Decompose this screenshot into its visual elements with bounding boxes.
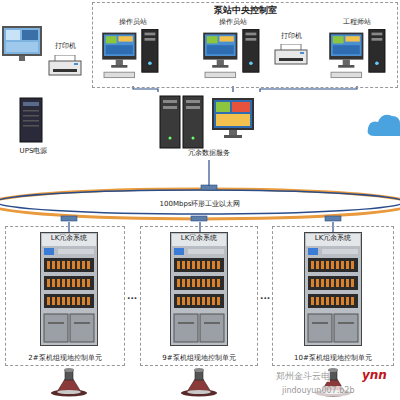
local-control-region: 10#泵机组现地控制单元 LK冗余系统 <box>272 226 394 366</box>
control-cabinet: LK冗余系统 <box>304 232 362 346</box>
printer-icon <box>275 44 307 64</box>
computer-icon <box>102 29 158 78</box>
network-link <box>332 222 333 232</box>
pump-unit <box>181 368 217 397</box>
server-towers <box>160 96 203 148</box>
data-server: 冗余数据服务 <box>150 92 268 160</box>
ups-cabinet <box>20 98 42 142</box>
node-label: 打印机 <box>281 32 302 40</box>
node-label: 泵站中央控制室 <box>214 5 277 16</box>
node-label: LK冗余系统 <box>51 234 88 242</box>
node-label: 2#泵机组现地控制单元 <box>28 354 101 362</box>
computer-icon <box>203 29 259 78</box>
node-label: 9#泵机组现地控制单元 <box>162 354 235 362</box>
control-cabinet: LK冗余系统 <box>170 232 228 346</box>
printer-icon <box>49 55 81 75</box>
node-label: LK冗余系统 <box>315 234 352 242</box>
node-label: LK冗余系统 <box>181 234 218 242</box>
ring-network-orange <box>0 189 400 219</box>
node-label: 打印机 <box>55 42 76 50</box>
network-switch <box>61 216 77 221</box>
ups-power: UPS电源 <box>5 94 62 158</box>
network-switch <box>191 216 207 221</box>
network-switch <box>325 216 341 221</box>
watermark: ynn <box>362 368 387 382</box>
node-label: 操作员站 <box>219 18 247 26</box>
watermark: jindouyun007.b2b <box>282 386 355 396</box>
local-control-region: 2#泵机组现地控制单元 LK冗余系统 <box>5 226 125 366</box>
watermark: 郑州金斗云电 <box>276 371 330 382</box>
node-label: 100Mbps环形工业以太网 <box>157 200 244 208</box>
network-link <box>260 86 357 92</box>
node-label: 操作员站 <box>119 18 147 26</box>
operator-station: 操作员站 <box>100 16 166 86</box>
control-room-region: 泵站中央控制室操作员站 操作员站打印机 工程师站 <box>92 2 398 88</box>
cloud-icon <box>368 115 400 136</box>
ellipsis-mark: ··· <box>127 293 137 304</box>
control-cabinet <box>171 233 228 346</box>
network-link <box>199 222 200 232</box>
engineer-station: 工程师站 <box>320 16 394 86</box>
printer: 打印机 <box>40 40 90 82</box>
operator-station: 操作员站 <box>200 16 266 86</box>
control-cabinet: LK冗余系统 <box>40 232 98 346</box>
wall-screen <box>2 26 42 61</box>
control-cabinet <box>41 233 98 346</box>
computer-icon <box>329 29 385 78</box>
ring-ethernet: 100Mbps环形工业以太网 <box>0 186 400 222</box>
control-cabinet <box>305 233 362 346</box>
network-link <box>68 222 69 232</box>
node-label: UPS电源 <box>20 147 48 155</box>
node-label: 冗余数据服务 <box>188 149 230 157</box>
monitor-screen <box>212 98 254 138</box>
ring-network-line <box>0 190 400 214</box>
node-label: 工程师站 <box>343 18 371 26</box>
network-link <box>208 160 209 186</box>
local-control-region: 9#泵机组现地控制单元 LK冗余系统 <box>140 226 258 366</box>
network-link <box>232 86 233 92</box>
ellipsis-mark: ··· <box>260 293 270 304</box>
pump-unit <box>51 368 87 397</box>
node-label: 10#泵机组现地控制单元 <box>294 354 372 362</box>
network-link <box>133 86 158 92</box>
printer: 打印机 <box>268 30 314 74</box>
